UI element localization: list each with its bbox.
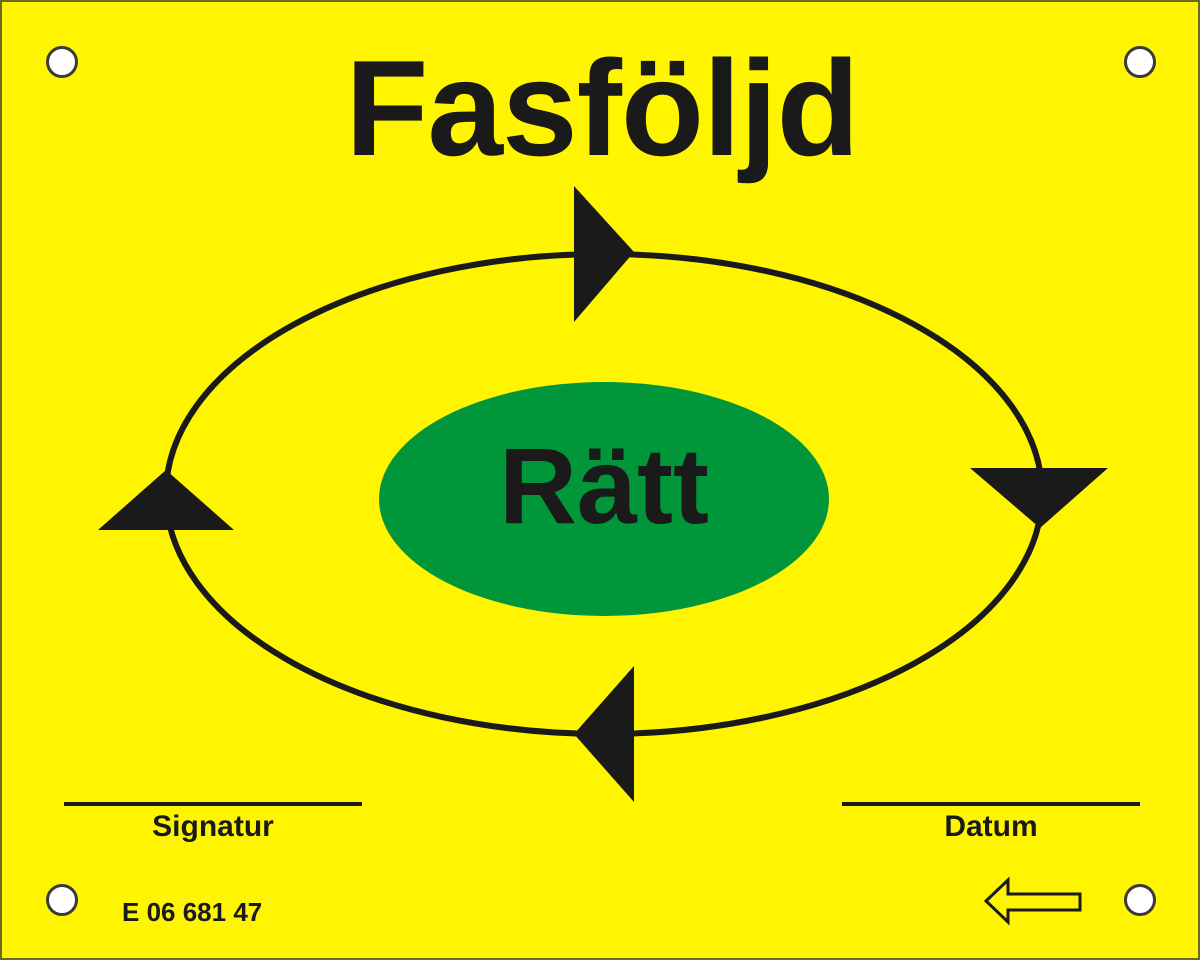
mounting-hole-icon: [1124, 46, 1156, 78]
center-ellipse: [379, 382, 829, 616]
mounting-hole-icon: [1124, 884, 1156, 916]
arrow-right-icon: [574, 186, 634, 322]
date-label: Datum: [944, 810, 1038, 843]
signature-line: [64, 802, 362, 806]
date-line: [842, 802, 1140, 806]
sign-title: Fasföljd: [345, 32, 859, 184]
mounting-hole-icon: [46, 46, 78, 78]
arrow-down-icon: [970, 468, 1108, 528]
article-number: E 06 681 47: [122, 897, 263, 927]
signature-label: Signatur: [152, 810, 274, 843]
status-label: Rätt: [499, 425, 709, 546]
left-arrow-outline-icon: [984, 876, 1082, 926]
arrow-up-icon: [98, 470, 234, 530]
mounting-hole-icon: [46, 884, 78, 916]
arrow-left-icon: [574, 666, 634, 802]
